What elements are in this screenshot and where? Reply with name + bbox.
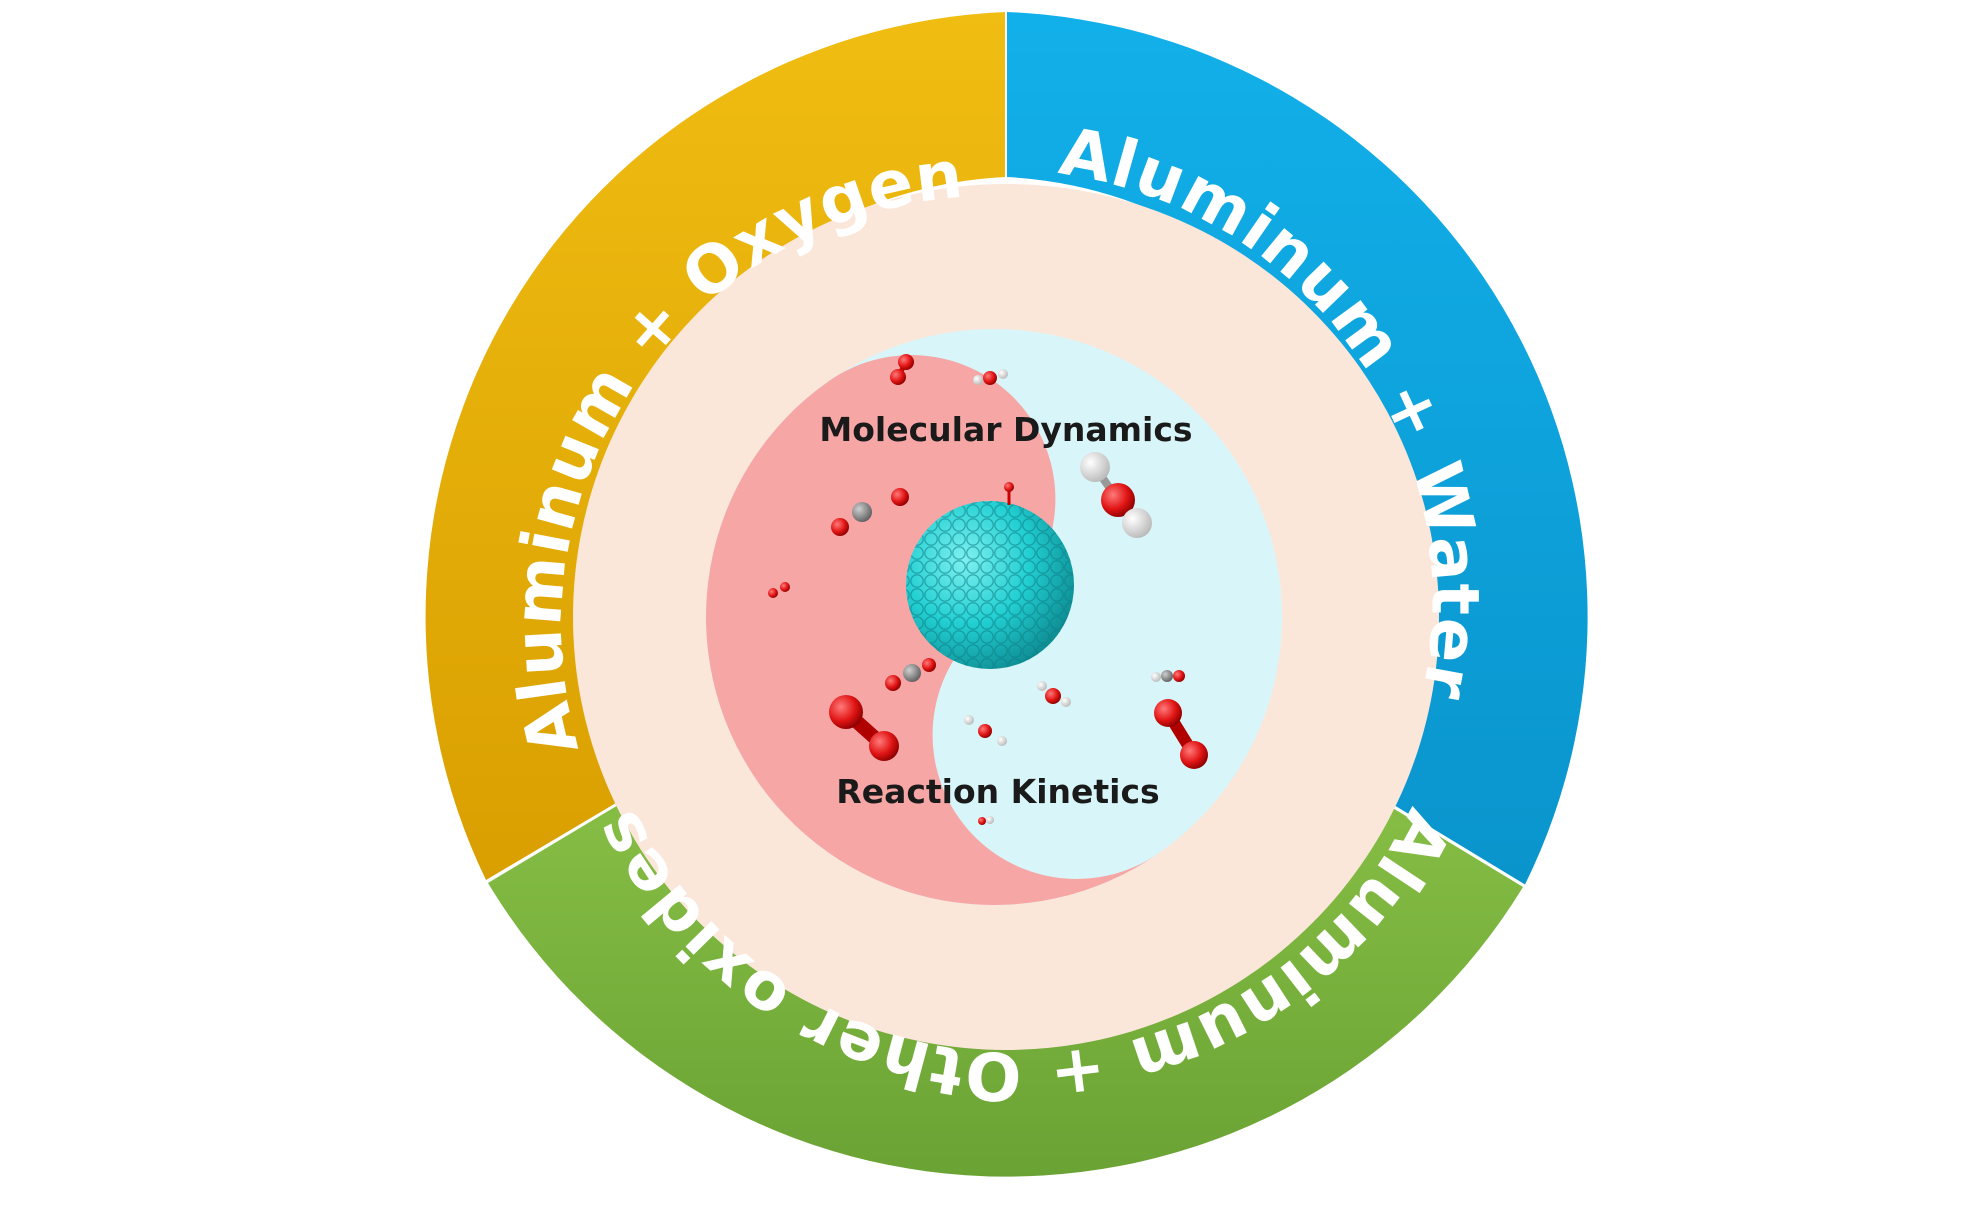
o2-molecule [890, 354, 914, 385]
segment-aluminum-water [1007, 12, 1588, 885]
o2-large-right [1154, 699, 1208, 769]
h2o-small-bottom [964, 715, 1007, 746]
label-molecular-dynamics: Molecular Dynamics [819, 410, 1192, 449]
h2o-small-center [1037, 681, 1071, 707]
segment-aluminum-oxygen [425, 12, 1005, 880]
segment-aluminum-other-oxides [488, 794, 1523, 1177]
o2-small [768, 582, 790, 598]
co-molecule-right [1151, 670, 1185, 682]
o-atom [1004, 482, 1014, 505]
molecules [768, 354, 1208, 825]
label-reaction-kinetics: Reaction Kinetics [836, 772, 1159, 811]
aluminum-nanoparticle [906, 501, 1074, 669]
co-molecule-bottom [978, 816, 994, 825]
o2-large-left [829, 695, 899, 761]
co-molecule-center [885, 658, 936, 691]
h2o-molecule [973, 369, 1008, 385]
h2o-molecule-large [1080, 452, 1152, 538]
outer-ring [425, 12, 1588, 1177]
co2-molecule [831, 488, 909, 536]
